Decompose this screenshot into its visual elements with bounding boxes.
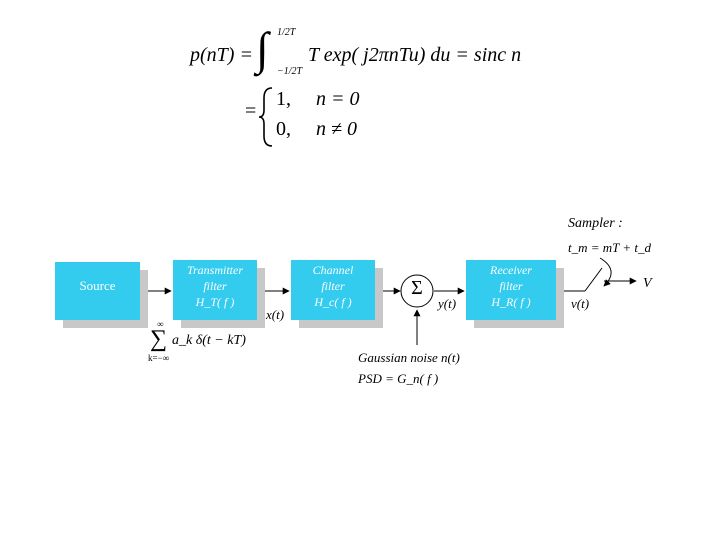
transmitter-label: Transmitter filter H_T( f )	[173, 262, 257, 310]
integral-sign: ∫	[256, 23, 269, 74]
upper-limit: 1/2T	[277, 27, 296, 38]
noise-psd-label: PSD = G_n( f )	[358, 371, 439, 386]
channel-line3: H_c( f )	[314, 295, 352, 309]
channel-block	[291, 260, 375, 320]
case2-condition: n ≠ 0	[316, 118, 357, 140]
equation-lhs: p(nT) =	[190, 44, 253, 66]
sampler-title: Sampler :	[568, 216, 623, 231]
channel-label: Channel filter H_c( f )	[291, 262, 375, 310]
sampler-switch	[584, 267, 603, 292]
output-label: V	[643, 276, 652, 291]
impulse-term: a_k δ(t − kT)	[172, 333, 246, 348]
noise-label: Gaussian noise n(t)	[358, 350, 460, 365]
channel-line2: filter	[321, 279, 345, 293]
transmitter-line2: filter	[203, 279, 227, 293]
receiver-line3: H_R( f )	[491, 295, 531, 309]
receiver-label: Receiver filter H_R( f )	[466, 262, 556, 310]
channel-line1: Channel	[312, 263, 354, 277]
left-brace	[258, 87, 273, 147]
impulse-upper-limit: ∞	[157, 319, 164, 329]
transmitter-block	[173, 260, 257, 320]
summation-node	[400, 274, 434, 308]
transmitter-line1: Transmitter	[186, 263, 243, 277]
equation-equals: =	[245, 100, 257, 122]
source-label: Source	[79, 278, 116, 293]
impulse-lower-limit: k=−∞	[148, 353, 170, 363]
receiver-line1: Receiver	[490, 263, 532, 277]
x-signal-label: x(t)	[266, 307, 285, 322]
source-block	[55, 262, 140, 320]
summation-symbol: Σ	[411, 277, 423, 299]
case2-value: 0,	[276, 118, 291, 140]
receiver-line2: filter	[499, 279, 523, 293]
v-signal-label: v(t)	[571, 296, 590, 311]
sampler-equation: t_m = mT + t_d	[568, 240, 652, 255]
transmitter-line3: H_T( f )	[195, 295, 235, 309]
sampler-motion-arrow	[599, 257, 612, 287]
impulse-sum-symbol: ∑	[150, 326, 168, 352]
equation-integrand: T exp( j2πnTu) du = sinc n	[308, 44, 522, 66]
receiver-block	[466, 260, 556, 320]
lower-limit: −1/2T	[277, 66, 303, 77]
case1-condition: n = 0	[316, 88, 360, 110]
y-signal-label: y(t)	[438, 296, 457, 311]
case1-value: 1,	[276, 88, 291, 110]
